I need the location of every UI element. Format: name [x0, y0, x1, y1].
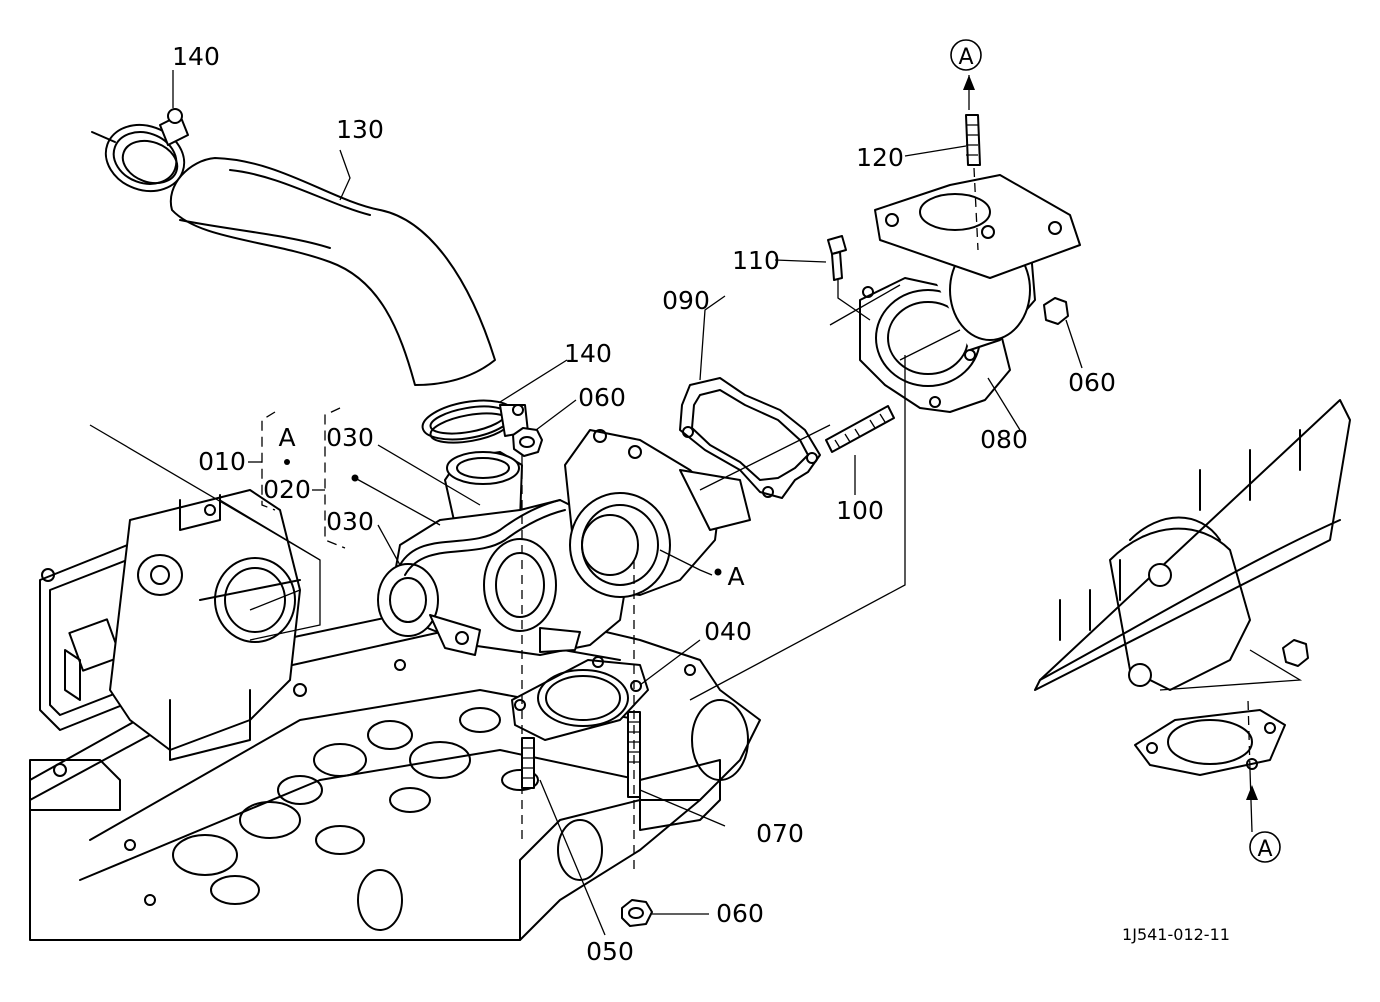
marker-a-top: A	[958, 45, 973, 70]
stud-bolt-100	[825, 405, 895, 453]
callout-100: 100	[836, 496, 884, 525]
nut-060-bottom	[621, 899, 653, 927]
callout-120: 120	[856, 143, 904, 172]
intake-hose	[169, 157, 496, 386]
callout-010: 010	[198, 447, 246, 476]
callout-040: 040	[704, 617, 752, 646]
nut-060-upper	[512, 427, 543, 457]
stud-bolt-070	[627, 711, 641, 798]
callout-030-upper: 030	[326, 423, 374, 452]
gasket-040	[511, 656, 649, 741]
nut-060-right	[1043, 297, 1069, 325]
callout-130: 130	[336, 115, 384, 144]
detail-view-exhaust-flange	[1034, 399, 1351, 776]
gasket-090	[679, 377, 821, 499]
callout-070: 070	[756, 819, 804, 848]
callout-020: 020	[263, 475, 311, 504]
callout-labels: 140 130 140 060 090 110 120 060 080 100 …	[172, 42, 1230, 966]
callout-060-bottom: 060	[716, 899, 764, 928]
leader-lines	[172, 70, 1083, 936]
callout-060-right: 060	[1068, 368, 1116, 397]
stud-bolt-050	[521, 737, 535, 789]
bolt-110	[827, 235, 871, 321]
stud-bolt-120	[965, 114, 981, 251]
diagram-reference-code: 1J541-012-11	[1122, 925, 1230, 944]
callout-110: 110	[732, 246, 780, 275]
callout-080: 080	[980, 425, 1028, 454]
hose-clamp-middle	[421, 399, 529, 444]
callout-030-lower: 030	[326, 507, 374, 536]
bracket-marker-a: A	[278, 423, 295, 452]
reference-a-bottom: A	[1246, 699, 1281, 863]
hose-clamp-top	[91, 108, 189, 193]
callout-050: 050	[586, 937, 634, 966]
callout-060-upper: 060	[578, 383, 626, 412]
exhaust-elbow-080	[859, 174, 1081, 413]
turbo-marker-a: A	[727, 562, 744, 591]
reference-a-top: A	[950, 39, 982, 110]
marker-a-bottom: A	[1257, 837, 1272, 862]
callout-090: 090	[662, 286, 710, 315]
callout-140-top: 140	[172, 42, 220, 71]
callout-140-middle: 140	[564, 339, 612, 368]
turbocharger	[377, 429, 751, 656]
egr-valve-housing	[39, 489, 301, 761]
